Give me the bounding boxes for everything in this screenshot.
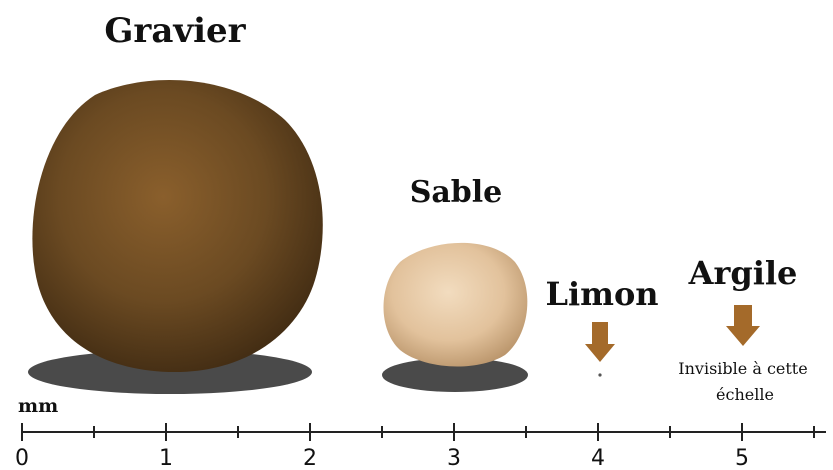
gravel-particle bbox=[32, 80, 322, 372]
scale-axis: 0 1 2 3 4 5 bbox=[15, 423, 826, 470]
silt-label: Limon bbox=[545, 275, 658, 313]
scale-tick-label: 4 bbox=[591, 446, 605, 470]
sand-label: Sable bbox=[410, 175, 503, 210]
scale-tick-label: 1 bbox=[159, 446, 173, 470]
scale-tick-label: 0 bbox=[15, 446, 29, 470]
sand-particle bbox=[384, 243, 528, 367]
scale-tick-label: 3 bbox=[447, 446, 461, 470]
silt-dot bbox=[598, 373, 601, 376]
clay-note-line2: échelle bbox=[716, 385, 774, 404]
clay-label: Argile bbox=[688, 254, 798, 292]
scale-tick-label: 2 bbox=[303, 446, 317, 470]
silt-arrow bbox=[585, 322, 615, 362]
gravel-label: Gravier bbox=[104, 11, 246, 51]
scale-tick-label: 5 bbox=[735, 446, 749, 470]
clay-note-line1: Invisible à cette bbox=[678, 359, 807, 378]
scale-unit-label: mm bbox=[18, 395, 58, 417]
clay-arrow bbox=[726, 305, 760, 346]
